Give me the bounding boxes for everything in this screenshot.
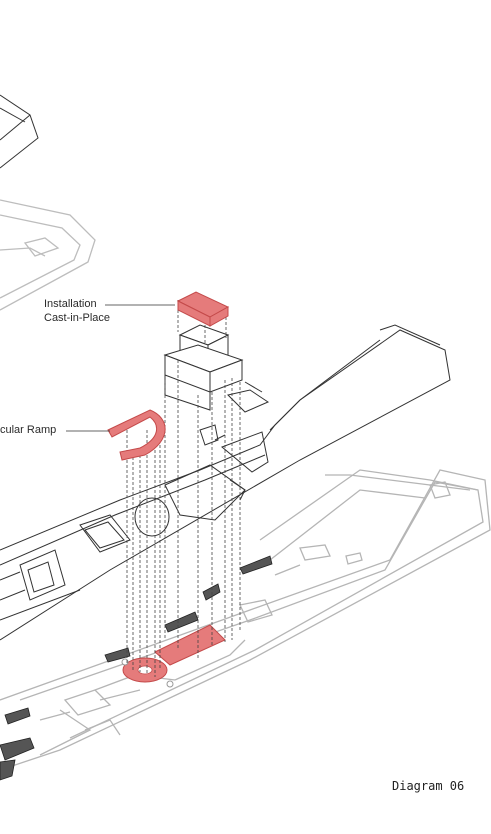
ground-node-b	[166, 680, 174, 688]
leader-lines	[66, 304, 175, 432]
diagram-caption: Diagram 06	[392, 779, 465, 793]
building-mass	[163, 324, 244, 411]
circular-ramp-label: cular Ramp	[0, 424, 57, 436]
ground-floor-plate	[0, 469, 491, 771]
ground-hatches	[0, 555, 273, 781]
ground-highlights	[121, 624, 226, 688]
circular-ramp-piece	[107, 409, 166, 461]
circular-void-outline	[134, 497, 170, 537]
installation-label-line1: Installation	[44, 298, 97, 310]
projection-lines	[126, 300, 241, 677]
installation-label-line2: Cast-in-Place	[44, 312, 111, 324]
roof-fragment	[0, 94, 39, 169]
installation-label: Installation Cast-in-Place	[44, 297, 110, 325]
installation-block	[176, 291, 230, 327]
round-ramp-base-inner	[137, 665, 153, 675]
ghost-upper-slab	[0, 199, 96, 311]
ground-node-a	[121, 658, 129, 666]
